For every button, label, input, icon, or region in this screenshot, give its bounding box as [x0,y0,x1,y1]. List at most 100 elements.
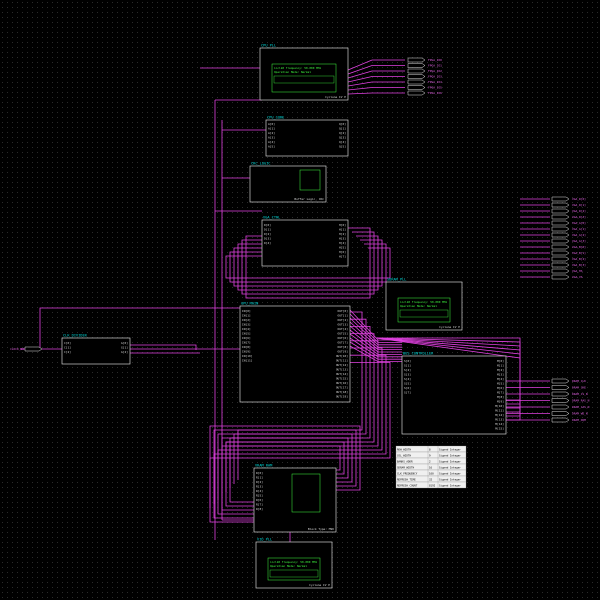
output-pin-right[interactable]: VGA_B[0] [551,244,586,250]
mem-loop-wire [221,437,349,511]
output-pin-right[interactable]: VGA_HS [551,268,583,274]
cpu-core-port: A[2] [268,131,275,135]
bus-port: S[6] [404,386,411,390]
vga-port: H[4] [339,241,346,245]
mem-ram-block-title: VRAM_RAM [255,464,273,468]
gpu-port: OUT[14] [336,372,348,376]
output-pin-top-label: FPGA_IO6 [428,91,442,95]
clk-port: C[2] [64,350,71,354]
gpu-port: OUT[8] [338,345,349,349]
vga-port: H[1] [339,228,346,232]
bus-port: M[4] [497,377,504,381]
ram-port: R[7] [256,503,263,507]
output-pin-right-label: VGA_B[1] [572,251,586,255]
output-pin-top[interactable]: FPGA_IO3 [407,74,442,79]
input-pin-left[interactable]: CLOCK_50 [10,346,43,352]
output-pin-right[interactable]: VGA_G[1] [551,226,586,232]
gpu-port: OUT[15] [336,377,348,381]
output-pin-right[interactable]: VGA_B[3] [551,262,586,268]
bus-port: S[5] [404,382,411,386]
output-pin-right[interactable]: VGA_B[2] [551,256,586,262]
output-pin-mid[interactable]: DRAM_CLK [551,378,586,384]
output-pin-mid-label: DRAM_CKE [572,386,586,390]
gpu-bus-wire [233,318,367,484]
gpu-port: OUT[0] [338,309,349,313]
bus-ctrl-block: BUS_CONTROLLER [401,352,507,435]
bus-port: M[5] [497,382,504,386]
output-pin-right-label: VGA_R[1] [572,203,586,207]
mem-loop-wire [229,445,341,503]
param-type: Signed Integer [439,465,461,469]
output-pin-mid[interactable]: DRAM_CS_N [551,391,588,397]
top-out-wire [347,65,405,75]
output-pin-top[interactable]: FPGA_IO1 [407,63,442,68]
output-pin-top[interactable]: FPGA_IO0 [407,57,442,63]
output-pin-right[interactable]: VGA_G[2] [551,232,586,238]
ram-port: R[5] [256,494,263,498]
output-pin-top-label: FPGA_IO3 [428,75,442,79]
top-out-wire [347,87,405,91]
output-pin-mid[interactable]: DRAM_CKE [551,385,586,390]
gpu-ctrl-wire [349,341,402,360]
output-pin-right[interactable]: VGA_R[2] [551,208,586,214]
gpu-port: IN[3] [242,323,251,327]
param-value: 32 [429,477,433,481]
output-pin-top[interactable]: FPGA_IO2 [407,68,442,74]
output-pin-top[interactable]: FPGA_IO4 [407,79,442,85]
bus-port: M[0] [497,359,504,363]
vga-ctrl-block-title: VGA_CTRL [263,216,280,220]
clk-port: C[0] [64,341,71,345]
vga-port: D[1] [264,228,271,232]
bus-port: M[11] [495,409,504,413]
ram-port: R[4] [256,489,263,493]
gpu-port: IN[4] [242,327,251,331]
vid-pll-block-info: Operation Mode: Normal [270,564,307,568]
cpu-pll-block-info: inclk0 frequency: 50.000 MHz [274,66,321,70]
output-pin-top-label: FPGA_IO2 [428,69,442,73]
vid-pll-block-footer: Cyclone IV E [309,583,330,587]
output-pin-right[interactable]: VGA_G[0] [551,220,586,226]
cpu-core-port: Q[0] [339,122,346,126]
output-pin-top[interactable]: FPGA_IO6 [407,90,442,96]
vid-pll-block-title: VID_PLL [257,538,272,542]
output-pin-right[interactable]: VGA_G[3] [551,238,586,244]
output-pin-right-label: VGA_VS [572,275,583,279]
bus-ctrl-block-title: BUS_CONTROLLER [403,352,434,356]
gpu-port: IN[10] [242,354,253,358]
output-pin-top-shape [407,85,426,90]
output-pin-top-label: FPGA_IO4 [428,80,442,84]
gpu-port: OUT[4] [338,327,349,331]
output-pin-mid[interactable]: DRAM_CAS_N [551,404,590,410]
sdram-pll-block-info: Operation Mode: Normal [400,304,437,308]
input-pin-left-shape [24,346,43,352]
crc-logic-block-title: CRC_LOGIC [251,162,270,166]
cpu-core-port: A[3] [268,136,275,140]
clk-gen-block: CLK_DIVIDER [61,334,131,365]
output-pin-mid-label: DRAM_CLK [572,379,586,383]
output-pin-right[interactable]: VGA_VS [551,274,583,280]
output-pin-right[interactable]: VGA_R[0] [551,196,586,202]
output-pin-right-label: VGA_G[2] [572,233,586,237]
clk-out-wire-1 [130,344,197,350]
vga-loop-wire [245,227,371,299]
gpu-port: IN[6] [242,336,251,340]
output-pin-mid[interactable]: DRAM_WE_N [551,411,588,416]
cpu-core-port: A[4] [268,140,275,144]
ram-port: R[1] [256,476,263,480]
output-pin-top-shape [407,63,426,68]
clk-port: G[2] [121,350,128,354]
output-pin-mid[interactable]: DRAM_DQM [551,417,586,423]
bus-port: S[4] [404,377,411,381]
output-pin-right[interactable]: VGA_R[3] [551,214,586,220]
cpu-pll-block-frame [259,47,349,101]
output-pin-right[interactable]: VGA_R[1] [551,202,586,208]
output-pin-top[interactable]: FPGA_IO5 [407,85,442,90]
output-pin-right-shape [551,202,570,208]
output-pin-top-shape [407,79,426,85]
vga-port: H[0] [339,223,346,227]
output-pin-mid[interactable]: DRAM_RAS_N [551,398,590,403]
output-pin-right[interactable]: VGA_B[1] [551,250,586,256]
